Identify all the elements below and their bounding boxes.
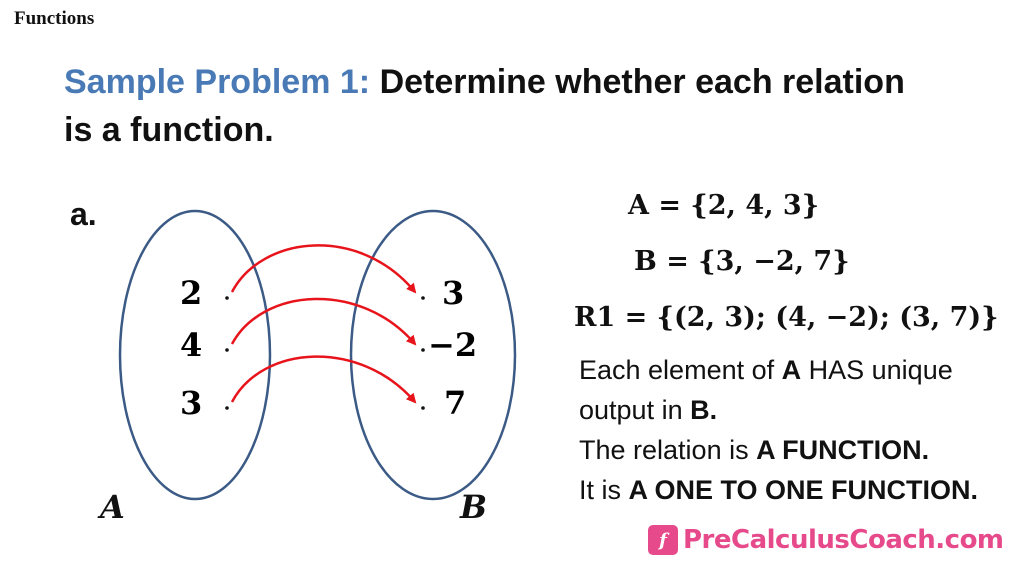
range-element: 7	[444, 384, 466, 422]
mapping-arrow	[230, 244, 417, 294]
set-b-definition: B = {3, −2, 7}	[634, 246, 850, 277]
domain-element: 2	[180, 274, 202, 312]
domain-element: 4	[180, 326, 202, 364]
range-oval	[349, 209, 517, 501]
explanation-text: It is	[579, 475, 629, 505]
slide-header: Functions	[14, 8, 95, 29]
range-dot	[421, 406, 425, 410]
conclusion-function: A FUNCTION.	[756, 435, 930, 465]
explanation-line-4: It is A ONE TO ONE FUNCTION.	[579, 470, 978, 510]
domain-element: 3	[180, 384, 202, 422]
explanation-line-2: output in B.	[579, 390, 978, 430]
explanation-line-1: Each element of A HAS unique	[579, 350, 978, 390]
question-line-1: Determine whether each relation	[379, 63, 905, 101]
explanation-text: output in	[579, 395, 691, 425]
conclusion-one-to-one: A ONE TO ONE FUNCTION.	[628, 475, 979, 505]
mapping-arrow	[230, 297, 417, 346]
relation-definition: R1 = {(2, 3); (4, −2); (3, 7)}	[574, 302, 999, 333]
domain-set-name: A	[100, 488, 125, 526]
explanation: Each element of A HAS unique output in B…	[579, 350, 978, 510]
explanation-emphasis: A	[781, 355, 802, 385]
problem-number: Sample Problem 1	[64, 63, 359, 101]
range-element: −2	[428, 326, 477, 364]
set-a-definition: A = {2, 4, 3}	[628, 190, 820, 221]
domain-oval	[118, 209, 272, 501]
range-dot	[421, 296, 425, 300]
domain-dot	[225, 348, 229, 352]
part-label: a.	[70, 196, 97, 232]
domain-dot	[225, 296, 229, 300]
domain-dot	[225, 406, 229, 410]
explanation-text: Each element of	[579, 355, 782, 385]
function-logo-icon: f	[648, 525, 678, 555]
explanation-emphasis: B.	[690, 395, 718, 425]
question-line-2: is a function.	[64, 111, 274, 149]
range-dot	[421, 348, 425, 352]
mapping-arrow	[230, 355, 417, 404]
brand-text: PreCalculusCoach.com	[683, 525, 1004, 555]
range-set-name: B	[460, 488, 488, 526]
explanation-line-3: The relation is A FUNCTION.	[579, 430, 978, 470]
explanation-text: The relation is	[579, 435, 757, 465]
brand-logo[interactable]: f PreCalculusCoach.com	[648, 522, 1004, 558]
explanation-text: HAS unique	[801, 355, 953, 385]
problem-title: Sample Problem 1: Determine whether each…	[64, 58, 964, 154]
range-element: 3	[442, 274, 464, 312]
title-colon: :	[358, 63, 371, 101]
